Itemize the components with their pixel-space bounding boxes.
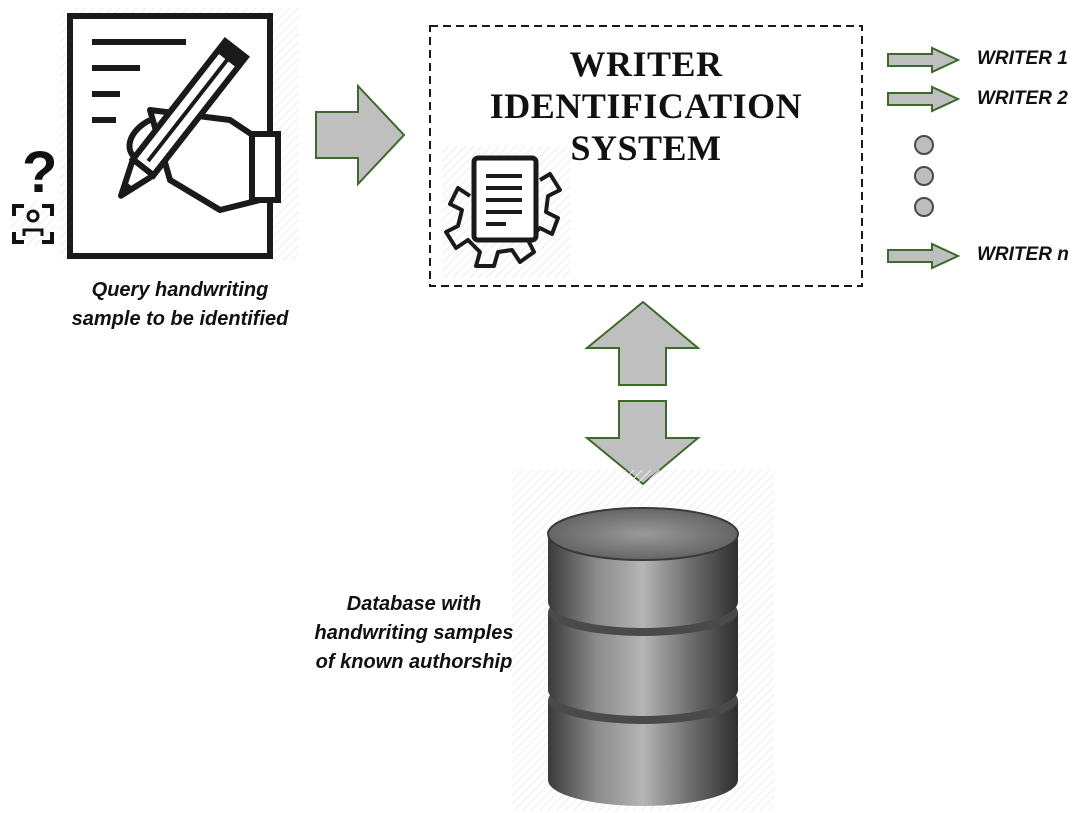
database-caption-line-2: handwriting samples <box>314 622 514 644</box>
query-sample-icon <box>60 8 298 260</box>
writer-n-arrow <box>887 242 961 270</box>
query-caption-line-2: sample to be identified <box>71 308 289 330</box>
ellipsis-dot <box>914 135 934 155</box>
writer-1-arrow <box>887 46 961 74</box>
system-title-line-1: WRITER <box>569 44 723 84</box>
writer-2-label: WRITER 2 <box>977 88 1068 109</box>
database-icon <box>512 470 774 810</box>
question-mark: ? <box>22 140 57 205</box>
document-gear-icon <box>442 146 570 278</box>
database-caption: Database with handwriting samples of kno… <box>298 590 530 677</box>
database-to-system-arrow <box>584 300 701 386</box>
system-title-line-2: IDENTIFICATION <box>489 86 803 126</box>
database-caption-line-1: Database with <box>346 593 482 615</box>
query-caption-line-1: Query handwriting <box>91 279 269 301</box>
system-title-line-3: SYSTEM <box>570 128 722 168</box>
system-to-database-arrow <box>584 400 701 486</box>
query-caption: Query handwriting sample to be identifie… <box>40 276 320 334</box>
query-to-system-arrow <box>315 83 406 187</box>
database-caption-line-3: of known authorship <box>315 651 513 673</box>
writer-1-label: WRITER 1 <box>977 48 1068 69</box>
ellipsis-dot <box>914 166 934 186</box>
writer-2-arrow <box>887 85 961 113</box>
writer-n-label: WRITER n <box>977 244 1069 265</box>
unknown-writer-icon: ? <box>10 140 57 246</box>
ellipsis-dot <box>914 197 934 217</box>
